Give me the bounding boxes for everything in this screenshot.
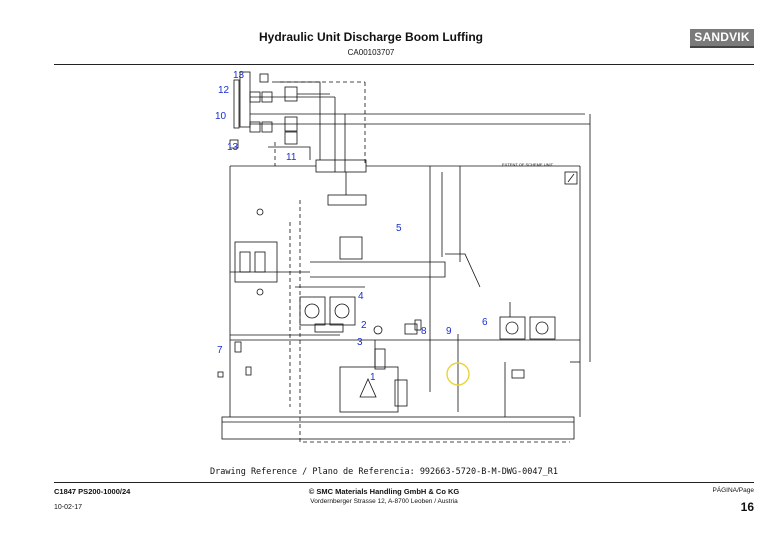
extent-label: EXTENT OF SCHEME UNIT: [502, 162, 554, 167]
footer-doc-code: C1847 PS200-1000/24: [54, 487, 131, 496]
callout-8: 8: [421, 326, 427, 337]
sandvik-logo: SANDVIK: [690, 29, 754, 48]
callout-11: 11: [286, 152, 297, 163]
hydraulic-schematic: EXTENT OF SCHEME UNIT 13 12 10 13 11 5 4…: [215, 70, 591, 443]
page-label: PÁGINA/Page: [712, 487, 754, 494]
footer-company: © SMC Materials Handling GmbH & Co KG: [308, 487, 460, 496]
callout-13-top: 13: [233, 70, 245, 81]
callout-5: 5: [396, 223, 402, 234]
callout-6: 6: [482, 317, 488, 328]
footer-divider: [54, 482, 754, 483]
footer-address: Vordernberger Strasse 12, A-8700 Leoben …: [310, 498, 458, 505]
callout-12: 12: [218, 85, 230, 96]
highlight-marker: [446, 362, 470, 386]
page-title: Hydraulic Unit Discharge Boom Luffing: [258, 30, 483, 44]
header-divider: [54, 64, 754, 65]
callout-3: 3: [357, 337, 363, 348]
callout-9: 9: [446, 326, 452, 337]
callout-13-bottom: 13: [227, 142, 239, 153]
callout-2: 2: [361, 320, 367, 331]
footer-date: 10-02-17: [54, 504, 83, 511]
document-number: CA00103707: [347, 48, 395, 57]
callout-10: 10: [215, 111, 227, 122]
callout-7: 7: [217, 345, 223, 356]
callout-4: 4: [358, 291, 364, 302]
drawing-reference: Drawing Reference / Plano de Referencia:…: [210, 467, 558, 477]
page-number: 16: [740, 500, 754, 514]
callout-1: 1: [370, 372, 376, 383]
